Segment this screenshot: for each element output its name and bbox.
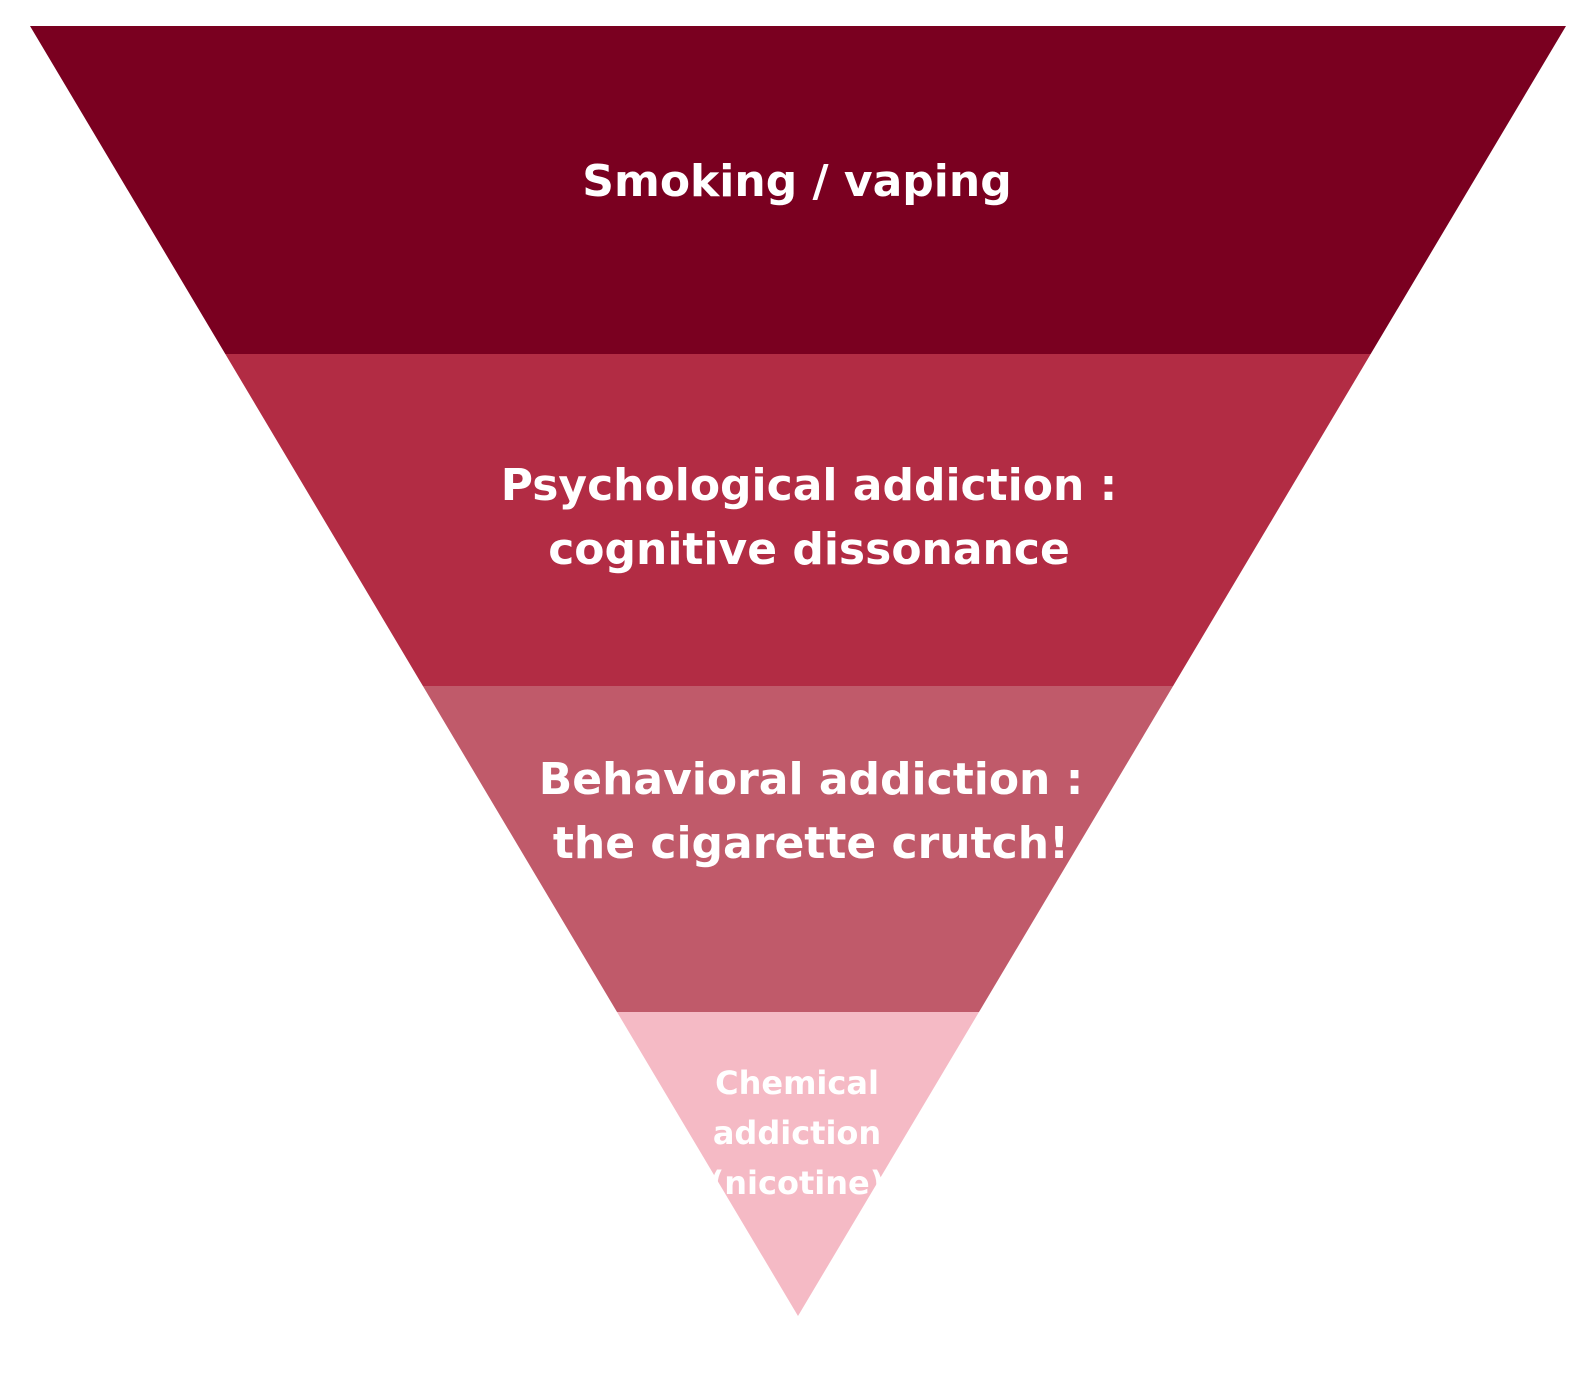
level-label-line: addiction [712,1114,882,1152]
level-label-behavioral-addiction: Behavioral addiction : the cigarette cru… [14,748,1594,876]
level-label-line: Chemical [715,1064,879,1102]
level-label-line: the cigarette crutch! [552,818,1070,869]
level-label-line: Behavioral addiction : [538,754,1084,805]
level-label-smoking-vaping: Smoking / vaping [0,154,1594,210]
funnel-level-psychological-addiction [225,354,1371,686]
funnel-level-chemical-addiction [617,1012,979,1316]
level-label-psychological-addiction: Psychological addiction : cognitive diss… [12,454,1594,582]
level-label-line: cognitive dissonance [548,524,1070,575]
funnel-level-behavioral-addiction [422,686,1174,1012]
level-label-chemical-addiction: Chemical addiction (nicotine) [0,1058,1594,1208]
level-label-line: (nicotine) [709,1164,885,1202]
level-label-line: Psychological addiction : [500,460,1118,511]
funnel-level-smoking-vaping [30,26,1566,354]
level-label-line: Smoking / vaping [582,156,1012,207]
